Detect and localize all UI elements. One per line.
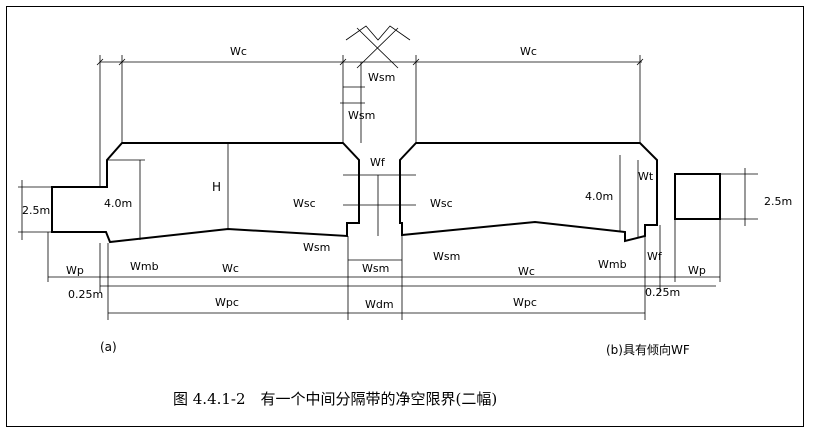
subfigure-a-label: (a) [100, 340, 117, 354]
label-wpc-right: Wpc [513, 296, 537, 309]
label-wmb-left: Wmb [130, 260, 159, 273]
label-wc-left-top: Wc [230, 45, 247, 58]
label-wsc-left: Wsc [293, 197, 316, 210]
label-wc-right-bottom: Wc [518, 265, 535, 278]
right-square-outline [674, 173, 721, 220]
label-wf-mid: Wf [370, 156, 386, 169]
figure-frame [6, 6, 804, 427]
label-wsm-top2: Wsm [348, 109, 375, 122]
right-clearance-outline [399, 142, 658, 243]
label-wsm-low-left: Wsm [303, 241, 330, 254]
label-wc-right-top: Wc [520, 45, 537, 58]
label-wp-right: Wp [688, 264, 706, 277]
label-wsm-top1: Wsm [368, 71, 395, 84]
subfigure-b-label: (b)具有倾向WF [606, 342, 690, 357]
label-wc-left-bottom: Wc [222, 262, 239, 275]
label-4m-right: 4.0m [585, 190, 613, 203]
left-clearance-outline [51, 142, 360, 244]
label-2-5m-left: 2.5m [22, 204, 50, 217]
label-wt: Wt [638, 170, 654, 183]
label-wp-left: Wp [66, 264, 84, 277]
label-2-5m-right: 2.5m [764, 195, 792, 208]
label-4m-left: 4.0m [104, 197, 132, 210]
label-wpc-left: Wpc [215, 296, 239, 309]
label-wsm-low-right: Wsm [433, 250, 460, 263]
label-0-25m-right: 0.25m [645, 286, 680, 299]
label-wsc-right: Wsc [430, 197, 453, 210]
label-wmb-right: Wmb [598, 258, 627, 271]
median-sign-icon [345, 25, 411, 69]
label-h: H [212, 180, 221, 194]
label-0-25m-left: 0.25m [68, 288, 103, 301]
label-wsm-low-mid: Wsm [362, 262, 389, 275]
figure-caption: 图 4.4.1-2 有一个中间分隔带的净空限界(二幅) [173, 390, 497, 408]
label-wf-right: Wf [647, 250, 663, 263]
label-wdm: Wdm [365, 298, 394, 311]
